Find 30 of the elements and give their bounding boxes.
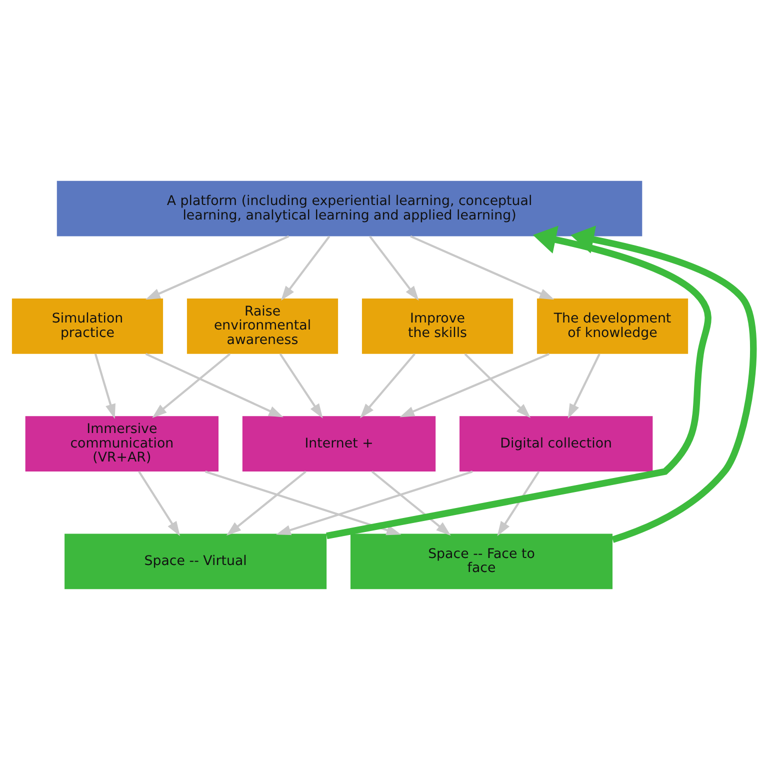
arrow: [152, 352, 231, 418]
node-box: Raise environmental awareness: [186, 298, 338, 354]
arrow: [145, 352, 284, 417]
arrow: [570, 225, 757, 542]
arrow: [94, 353, 116, 418]
node-box: Space -- Virtual: [64, 533, 327, 589]
arrow: [326, 225, 712, 539]
arrow: [497, 470, 540, 536]
arrow: [568, 353, 600, 418]
arrow: [276, 470, 473, 535]
arrow: [145, 234, 290, 300]
arrow: [205, 470, 402, 535]
node-box: Digital collection: [460, 416, 653, 472]
arrow: [400, 352, 550, 417]
arrow: [280, 235, 330, 300]
arrow: [369, 235, 419, 300]
node-box: Space -- Face to face: [350, 533, 613, 589]
node-box: Simulation practice: [12, 298, 164, 354]
arrow: [279, 352, 323, 418]
arrow: [360, 352, 416, 418]
node-box: Internet +: [242, 416, 436, 472]
node-box: A platform (including experiential learning, conceptual learning, analytical learning and applied learning): [56, 180, 642, 236]
node-box: The development of knowledge: [536, 298, 688, 354]
node-box: Immersive communication (VR+AR): [25, 416, 219, 472]
arrow: [410, 234, 554, 300]
arrow: [226, 470, 306, 536]
arrow: [371, 470, 451, 536]
arrow: [464, 352, 531, 418]
node-box: Improve the skills: [362, 298, 514, 354]
arrow: [138, 470, 180, 536]
